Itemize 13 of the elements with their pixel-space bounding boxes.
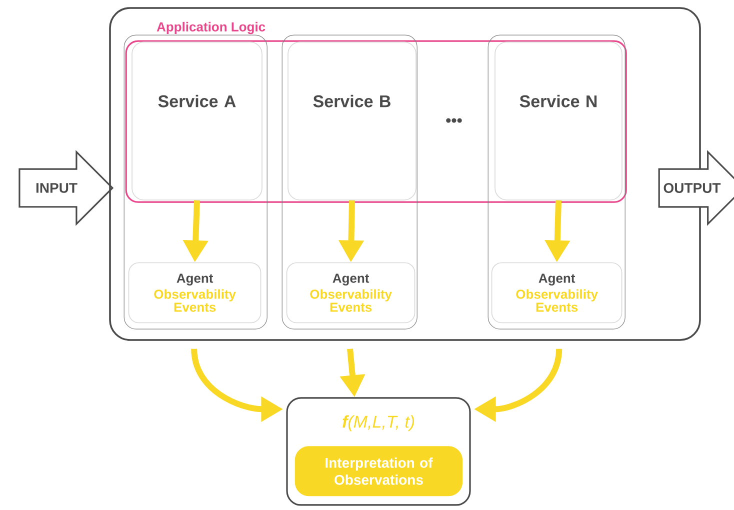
agent-box: Agent Observability Events <box>128 262 262 324</box>
agent-box: Agent Observability Events <box>286 262 416 324</box>
service-box: Service A <box>132 42 262 200</box>
service-box: Service N <box>494 42 622 200</box>
column-box <box>124 34 268 330</box>
node-label: OUTPUT <box>664 183 721 193</box>
service-box: Service B <box>288 42 416 200</box>
ellipsis: ••• <box>446 118 462 123</box>
agent-box: Agent Observability Events <box>491 262 622 324</box>
column-box <box>282 34 418 330</box>
interpretation-pill: Interpretation of Observations <box>294 446 463 496</box>
column-box <box>488 34 626 330</box>
node-label: Application Logic <box>156 22 266 34</box>
